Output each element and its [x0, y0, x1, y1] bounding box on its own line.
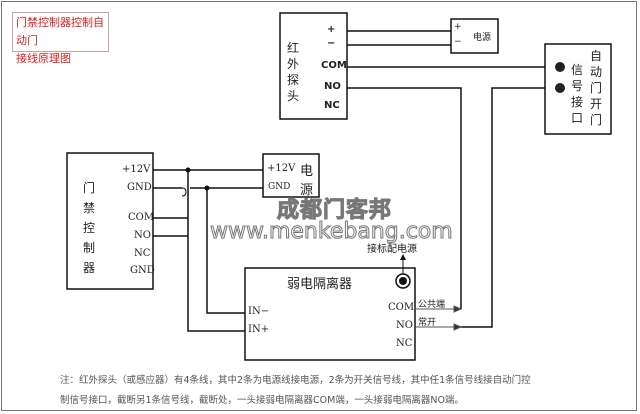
ir-sensor-label: 红外探头	[287, 41, 300, 103]
watermark-name: 成都门客邦	[276, 198, 393, 224]
controller-power-box	[262, 153, 320, 198]
controller-pin-com: COM	[128, 212, 155, 223]
ir-power-pin-minus: −	[454, 37, 462, 47]
controller-box	[66, 152, 154, 290]
ir-power-pin-plus: +	[454, 22, 462, 32]
note-line-1: 注：红外探头（或感应器）有4条线，其中2条为电源线接电源，2条为开关信号线，其中…	[60, 375, 531, 386]
ir-pin-nc: NC	[324, 100, 340, 111]
isolator-pin-no: NO	[396, 320, 413, 331]
ir-sensor-box	[279, 12, 348, 120]
auto-door-box	[544, 43, 612, 135]
controller-pin-no: NO	[134, 230, 151, 241]
title-line-2: 接线原理图	[16, 52, 71, 65]
isolator-label: 弱电隔离器	[287, 277, 353, 292]
door-signal-terminal-1	[555, 62, 565, 72]
isolator-pin-com: COM	[388, 302, 415, 313]
ir-power-label: 电源	[473, 33, 492, 43]
controller-label: 门禁控制器	[83, 181, 96, 275]
door-label-signal: 信号接口	[571, 63, 584, 125]
controller-pin-gnd2: GND	[130, 265, 155, 276]
door-signal-terminal-2	[555, 83, 565, 93]
power-label-1: 电	[300, 164, 314, 179]
note-line-2: 制信号接口，截断另1条信号线，截断处，一头接弱电隔离器COM端，一头接弱电隔离器…	[60, 395, 464, 406]
isolator-power-label: 接标配电源	[367, 244, 417, 255]
isolator-pin-in-plus: IN+	[248, 324, 270, 335]
title-line-1: 门禁控制器控制自动门	[16, 16, 104, 47]
isolator-pin-nc: NC	[396, 338, 413, 349]
isolator-no-wire-label: 常开	[418, 318, 437, 328]
ir-pin-com: COM	[321, 60, 347, 71]
controller-pin-gnd: GND	[127, 182, 152, 193]
controller-pin-nc: NC	[134, 248, 151, 259]
isolator-box	[244, 267, 416, 361]
ir-pin-plus: +	[327, 24, 336, 35]
power-pin-12v: +12V	[267, 163, 296, 174]
power-pin-gnd: GND	[268, 182, 291, 192]
door-label-auto-open: 自动门开门	[590, 49, 603, 127]
diagram-title: 门禁控制器控制自动门 接线原理图	[12, 12, 109, 65]
isolator-pin-in-minus: IN−	[248, 306, 270, 317]
ir-power-box	[450, 18, 499, 54]
isolator-com-wire-label: 公共端	[418, 300, 446, 310]
power-label-2: 源	[300, 183, 314, 198]
ir-pin-no: NO	[324, 81, 341, 92]
controller-pin-12v: +12V	[122, 164, 151, 175]
ir-pin-minus: −	[327, 38, 336, 49]
watermark-url: www.menkebang.com	[210, 219, 454, 245]
